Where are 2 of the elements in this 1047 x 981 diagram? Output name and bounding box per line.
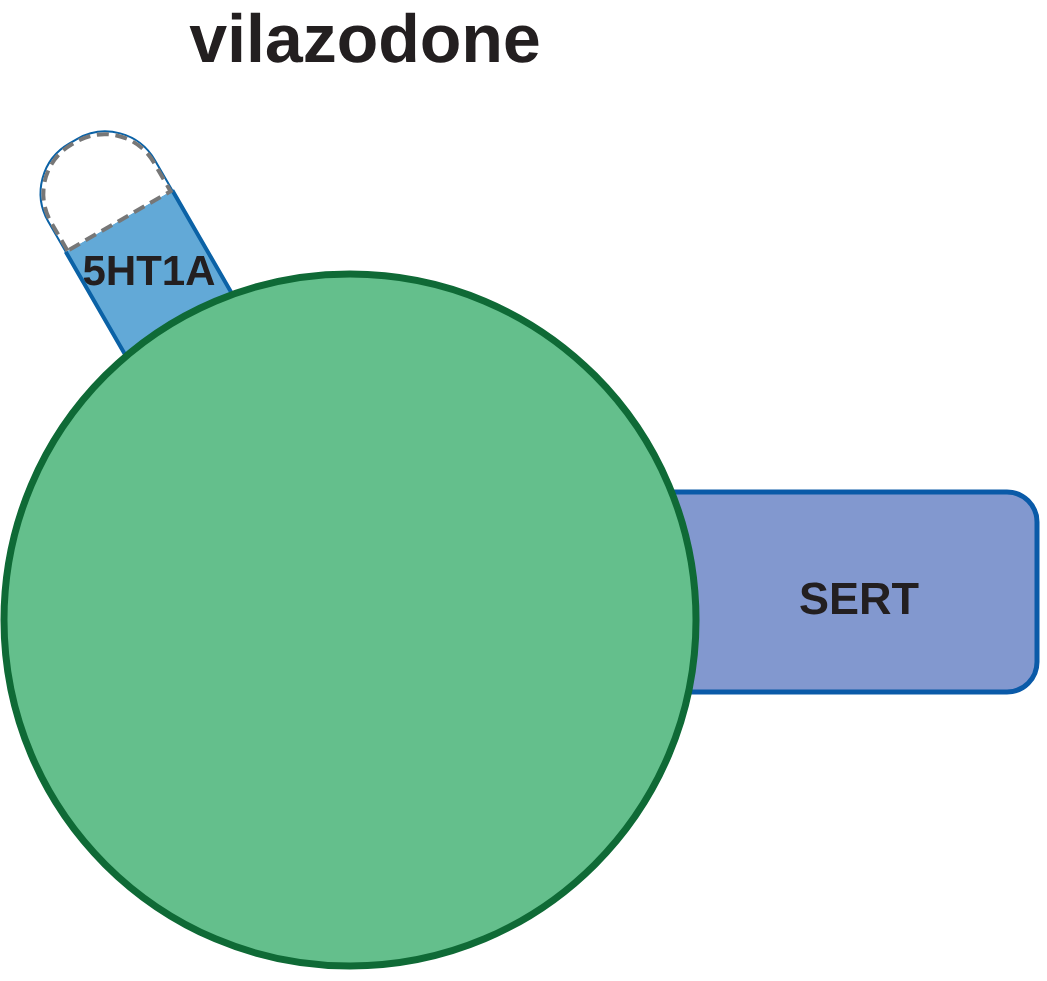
- title: vilazodone: [189, 12, 539, 63]
- transporter-box: SERT: [671, 489, 1040, 695]
